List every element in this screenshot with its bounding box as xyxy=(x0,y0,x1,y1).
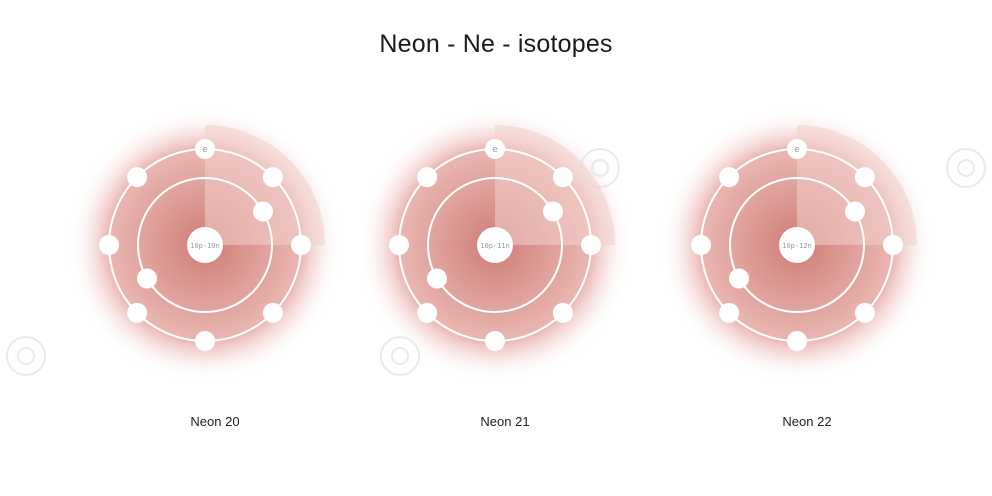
outer-electron xyxy=(127,167,148,188)
inner-electron xyxy=(845,201,866,222)
nucleus-label: 10p-11n xyxy=(480,242,510,250)
watermark-swirl-icon xyxy=(6,336,46,376)
atom-label-neon-22: Neon 22 xyxy=(782,414,832,429)
outer-electron xyxy=(552,167,573,188)
outer-electron xyxy=(719,302,740,323)
inner-orbit xyxy=(427,177,563,313)
outer-electron xyxy=(854,302,875,323)
atom-diagram-neon-21: 10p-11n e xyxy=(355,90,635,390)
watermark-swirl-icon xyxy=(946,148,986,188)
outer-electron xyxy=(719,167,740,188)
nucleus xyxy=(477,227,513,263)
outer-electron xyxy=(485,139,505,159)
atom-label-neon-20: Neon 20 xyxy=(190,414,240,429)
electron-symbol: e xyxy=(492,145,498,155)
inner-electron xyxy=(426,268,447,289)
outer-electron xyxy=(195,331,215,351)
inner-electron xyxy=(253,201,274,222)
outer-electron xyxy=(417,167,438,188)
outer-electron xyxy=(691,235,711,255)
electron-symbol: e xyxy=(794,145,800,155)
blob-highlight xyxy=(797,125,917,245)
outer-electron xyxy=(262,302,283,323)
outer-electron xyxy=(787,331,807,351)
blob-highlight xyxy=(495,125,615,245)
nucleus xyxy=(187,227,223,263)
outer-electron xyxy=(291,235,311,255)
inner-electron xyxy=(543,201,564,222)
watermark-swirl-icon xyxy=(580,148,620,188)
watermark-swirl-icon xyxy=(380,336,420,376)
atom-svg: 10p-10n e xyxy=(67,107,343,383)
atom-svg: 10p-11n e xyxy=(357,107,633,383)
nucleus-label: 10p-12n xyxy=(782,242,812,250)
page-title: Neon - Ne - isotopes xyxy=(379,30,613,58)
outer-electron xyxy=(262,167,283,188)
nucleus-label: 10p-10n xyxy=(190,242,220,250)
electron-symbol: e xyxy=(202,145,208,155)
outer-electron xyxy=(99,235,119,255)
outer-electron xyxy=(581,235,601,255)
outer-electron xyxy=(883,235,903,255)
outer-electron xyxy=(389,235,409,255)
atom-svg: 10p-12n e xyxy=(659,107,935,383)
blob-highlight xyxy=(205,125,325,245)
outer-electron xyxy=(417,302,438,323)
outer-electron xyxy=(127,302,148,323)
atom-diagram-neon-20: 10p-10n e xyxy=(65,90,345,390)
outer-electron xyxy=(787,139,807,159)
nucleus xyxy=(779,227,815,263)
inner-electron xyxy=(728,268,749,289)
inner-electron xyxy=(136,268,157,289)
outer-electron xyxy=(195,139,215,159)
atom-label-neon-21: Neon 21 xyxy=(480,414,530,429)
inner-orbit xyxy=(729,177,865,313)
outer-electron xyxy=(552,302,573,323)
inner-orbit xyxy=(137,177,273,313)
outer-electron xyxy=(854,167,875,188)
atom-diagram-neon-22: 10p-12n e xyxy=(657,90,937,390)
outer-electron xyxy=(485,331,505,351)
